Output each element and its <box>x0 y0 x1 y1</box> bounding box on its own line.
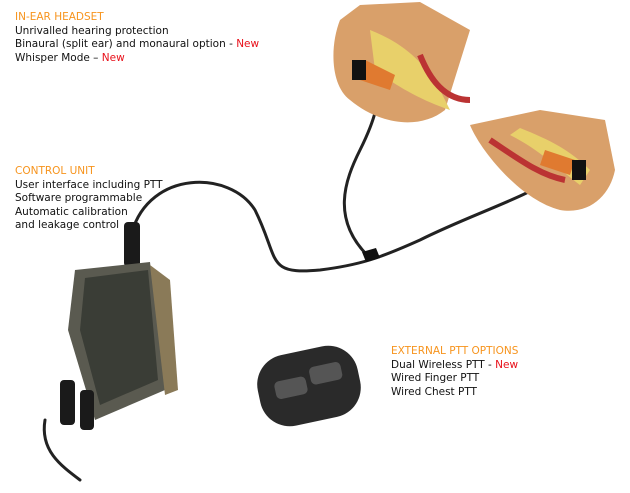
control-unit <box>60 222 178 430</box>
ptt-title: EXTERNAL PTT OPTIONS <box>391 345 519 357</box>
ptt-callout: EXTERNAL PTT OPTIONS Dual Wireless PTT -… <box>391 345 518 399</box>
headset-feature: Binaural (split ear) and monaural option… <box>15 38 237 50</box>
control-title: CONTROL UNIT <box>15 165 95 177</box>
ear-cross-section-right <box>470 110 615 211</box>
earplug-icon <box>352 60 366 80</box>
control-feature: Automatic calibration <box>15 205 128 218</box>
new-badge: New <box>101 51 125 64</box>
ptt-option: Wired Chest PTT <box>391 385 477 398</box>
new-badge: New <box>236 38 260 50</box>
control-feature: and leakage control <box>15 219 120 231</box>
cable-splitter <box>362 248 380 262</box>
headset-title: IN-EAR HEADSET <box>15 11 104 23</box>
wireless-ptt <box>257 345 361 427</box>
control-feature: Software programmable <box>15 192 143 204</box>
ptt-option: Wired Finger PTT <box>391 372 480 384</box>
headset-feature: Unrivalled hearing protection <box>15 24 169 37</box>
headset-feature: Whisper Mode – <box>15 51 102 64</box>
ear-cross-section-left <box>333 2 471 123</box>
headset-callout: IN-EAR HEADSET Unrivalled hearing protec… <box>15 11 259 65</box>
new-badge: New <box>495 358 519 371</box>
ptt-option: Dual Wireless PTT - <box>391 358 496 371</box>
control-callout: CONTROL UNIT User interface including PT… <box>15 165 163 233</box>
control-feature: User interface including PTT <box>15 178 163 191</box>
